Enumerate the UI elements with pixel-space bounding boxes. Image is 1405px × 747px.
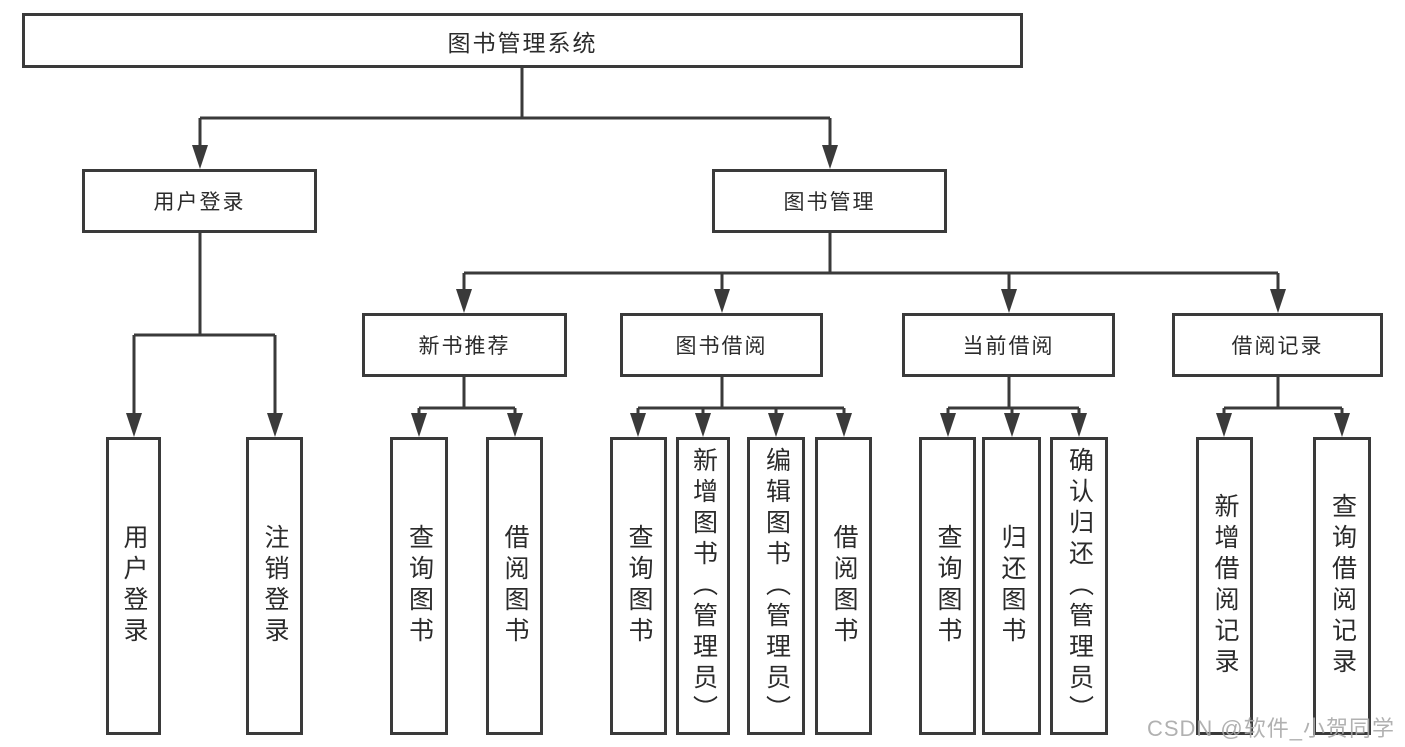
arrowheads — [126, 145, 1350, 437]
leaf-search-books-current: 查询图书 — [919, 437, 976, 735]
leaf-borrow-books-recommend: 借阅图书 — [486, 437, 543, 735]
leaf-search-books-recommend: 查询图书 — [390, 437, 448, 735]
leaf-add-borrow-record: 新增借阅记录 — [1196, 437, 1253, 735]
leaf-user-login: 用户登录 — [106, 437, 161, 735]
node-borrowing-records: 借阅记录 — [1172, 313, 1383, 377]
node-library-management-system: 图书管理系统 — [22, 13, 1023, 68]
leaf-logout: 注销登录 — [246, 437, 303, 735]
leaf-confirm-return-admin: 确认归还（管理员） — [1050, 437, 1108, 735]
leaf-search-borrow-record: 查询借阅记录 — [1313, 437, 1371, 735]
node-book-management: 图书管理 — [712, 169, 947, 233]
node-user-login: 用户登录 — [82, 169, 317, 233]
node-current-borrowing: 当前借阅 — [902, 313, 1115, 377]
csdn-watermark: CSDN @软件_小贺同学 — [1146, 716, 1395, 741]
leaf-add-books-admin: 新增图书（管理员） — [676, 437, 730, 735]
leaf-borrow-books-borrowing: 借阅图书 — [815, 437, 872, 735]
connector-paths — [132, 68, 1344, 415]
node-new-book-recommendation: 新书推荐 — [362, 313, 567, 377]
node-book-borrowing: 图书借阅 — [620, 313, 823, 377]
leaf-search-books-borrowing: 查询图书 — [610, 437, 667, 735]
leaf-return-books: 归还图书 — [982, 437, 1041, 735]
leaf-edit-books-admin: 编辑图书（管理员） — [747, 437, 805, 735]
